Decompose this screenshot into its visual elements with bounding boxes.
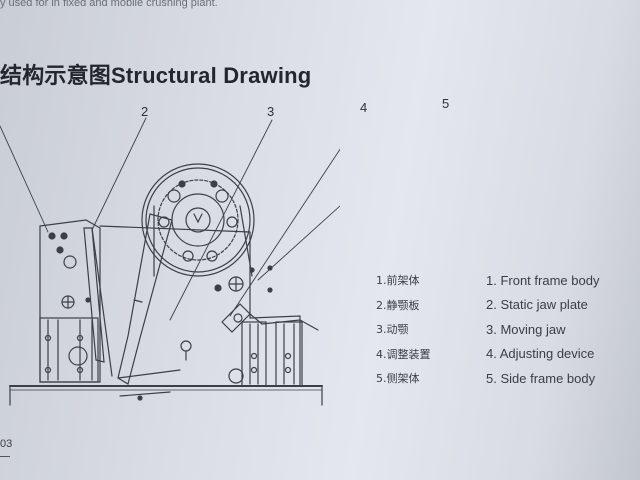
callout-3: 3 bbox=[267, 104, 274, 119]
footer-rule bbox=[0, 456, 10, 457]
legend-item-en: 4. Adjusting device bbox=[486, 346, 595, 362]
legend-item: 2.静颚板 2. Static jaw plate bbox=[376, 293, 640, 318]
static-jaw-plate bbox=[83, 227, 113, 377]
legend-item: 4.调整装置 4. Adjusting device bbox=[376, 342, 640, 367]
intro-text-fragment: y used for in fixed and mobile crushing … bbox=[0, 0, 218, 9]
parts-legend: 1.前架体 1. Front frame body 2.静颚板 2. Stati… bbox=[376, 268, 640, 391]
callout-4: 4 bbox=[360, 100, 367, 115]
flywheel bbox=[141, 163, 255, 277]
legend-item-en: 5. Side frame body bbox=[486, 370, 596, 386]
legend-item: 1.前架体 1. Front frame body bbox=[376, 268, 640, 293]
legend-item-cn: 1.前架体 bbox=[376, 274, 420, 288]
page-number: 03 bbox=[0, 438, 13, 450]
callout-labels: 2 3 bbox=[141, 104, 274, 119]
legend-item: 3.动颚 3. Moving jaw bbox=[376, 317, 640, 342]
legend-item: 5.侧架体 5. Side frame body bbox=[376, 366, 640, 391]
jaw-crusher-drawing: 2 3 bbox=[0, 104, 340, 406]
legend-item-cn: 5.侧架体 bbox=[376, 372, 420, 386]
section-title: 结构示意图Structural Drawing bbox=[0, 63, 312, 88]
adjusting-device bbox=[221, 303, 319, 333]
front-frame-body bbox=[39, 219, 101, 383]
legend-item-cn: 3.动颚 bbox=[376, 323, 409, 337]
leader-lines bbox=[0, 117, 340, 321]
callout-5: 5 bbox=[442, 96, 449, 111]
legend-item-en: 3. Moving jaw bbox=[486, 321, 566, 337]
legend-item-cn: 4.调整装置 bbox=[376, 347, 431, 361]
side-frame-body bbox=[99, 225, 303, 387]
legend-item-en: 1. Front frame body bbox=[486, 272, 600, 288]
moving-jaw bbox=[117, 213, 192, 401]
base-ground bbox=[9, 385, 323, 406]
callout-2: 2 bbox=[141, 104, 148, 119]
legend-item-en: 2. Static jaw plate bbox=[486, 297, 588, 313]
legend-item-cn: 2.静颚板 bbox=[376, 298, 420, 312]
